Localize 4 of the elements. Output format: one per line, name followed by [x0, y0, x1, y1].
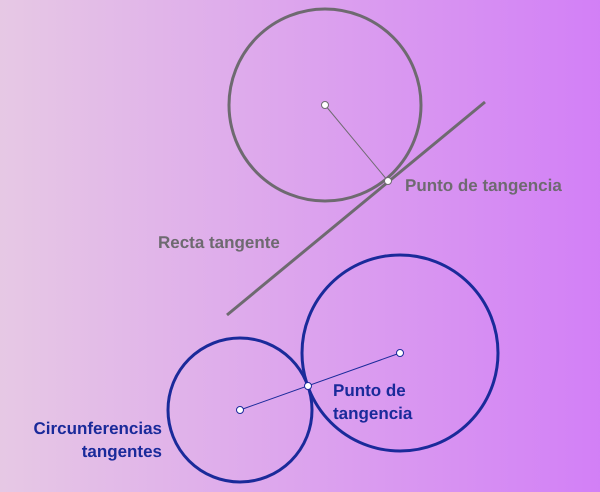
- tangency-point-label: Punto de tangencia: [405, 175, 562, 197]
- tangent-line-label: Recta tangente: [158, 232, 280, 254]
- tangency-point-label: Punto de tangencia: [333, 380, 414, 425]
- tangent-circles-label: Circunferencias tangentes: [32, 418, 162, 463]
